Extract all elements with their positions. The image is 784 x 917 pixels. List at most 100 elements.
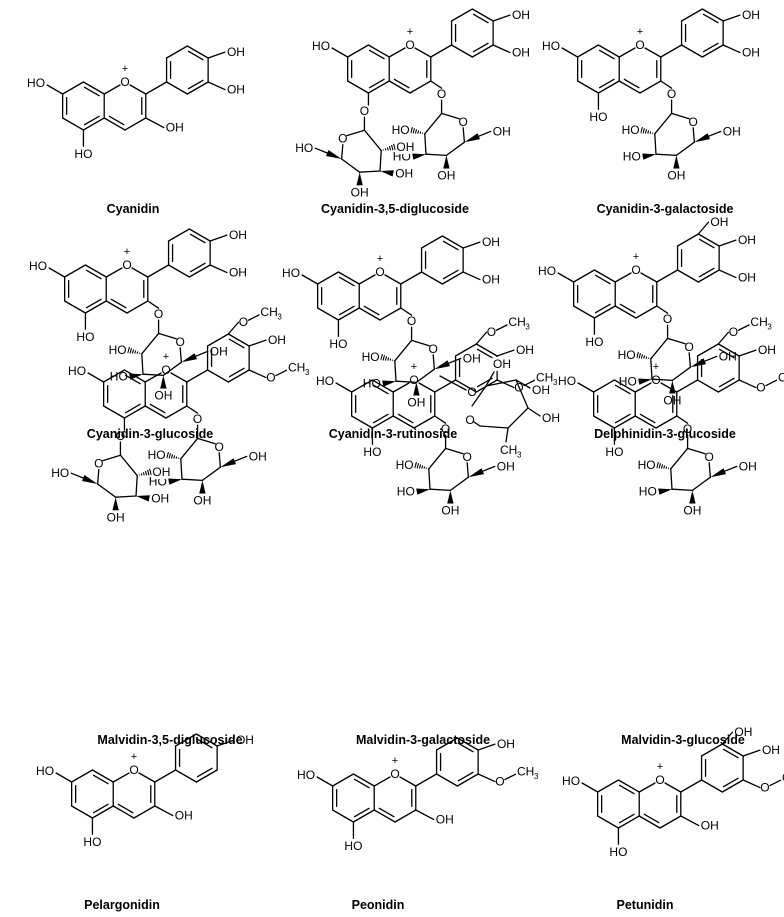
compound-12-ring-oxygen: O	[655, 773, 664, 787]
compound-9-3-methoxy-methyl-subscript: 3	[767, 323, 772, 332]
compound-5-7-hydroxyl: HO	[282, 266, 300, 280]
compound-1-charge: +	[122, 63, 128, 75]
compound-3-3-hydroxyl-b: OH	[742, 46, 760, 60]
compound-11-5-hydroxyl: HO	[344, 839, 362, 853]
compound-8-3-methoxy-methyl-subscript: 3	[525, 323, 530, 332]
compound-8-charge: +	[411, 361, 417, 373]
compound-2-3-glucoside-ring-oxygen: O	[459, 115, 468, 129]
compound-7-5-glucoside-glycosidic-oxygen: O	[116, 429, 125, 443]
compound-6-ring-oxygen: O	[631, 263, 640, 277]
compound-2-ring-oxygen: O	[405, 38, 414, 52]
compound-4-3-glucoside-3-hydroxyl: HO	[110, 370, 128, 384]
compound-6-5-hydroxyl-b: OH	[738, 271, 756, 285]
compound-name-4: Cyanidin-3-glucoside	[87, 427, 213, 441]
compound-3-4-hydroxyl: OH	[742, 8, 760, 22]
compound-3-7-hydroxyl: HO	[542, 39, 560, 53]
compound-3-3-glucoside-3-hydroxyl: HO	[623, 150, 641, 164]
compound-2-3-glucoside-glycosidic-oxygen: O	[437, 87, 446, 101]
compound-7-7-hydroxyl: HO	[68, 364, 86, 378]
compound-6-charge: +	[633, 251, 639, 263]
compound-7-5-methoxy-methyl-subscript: 3	[305, 368, 310, 377]
compound-8-4-hydroxyl: OH	[516, 343, 534, 357]
compound-2-5-glucoside-6-hydroxyl: HO	[295, 141, 313, 155]
compound-9-3-glucoside-glycosidic-oxygen: O	[683, 422, 692, 436]
compound-7-3-glucoside-2-hydroxyl: HO	[148, 448, 166, 462]
compound-2-3-glucoside-6-hydroxyl: OH	[493, 124, 511, 138]
compound-6-3-glucoside-glycosidic-oxygen: O	[663, 312, 672, 326]
compound-10-charge: +	[131, 751, 137, 763]
compound-8-3-glucoside-3-hydroxyl: HO	[397, 485, 415, 499]
compound-9-3-glucoside-ring-oxygen: O	[705, 450, 714, 464]
compound-1-4-hydroxyl: OH	[227, 45, 245, 59]
compound-6-3-hydroxyl-b: OH	[710, 215, 728, 229]
compound-5-rhamnose-4-hydroxyl: OH	[542, 411, 560, 425]
compound-1-3-hydroxyl: OH	[166, 121, 184, 135]
compound-8-5-hydroxyl: HO	[363, 445, 381, 459]
compound-7-5-glucoside-6-hydroxyl: HO	[51, 466, 69, 480]
compound-5-rhamnose-methyl-subscript: 3	[517, 451, 522, 460]
compound-7-5-methoxy-methyl: CH	[288, 361, 305, 375]
compound-8-3-methoxy-oxygen: O	[487, 325, 496, 339]
compound-12-3-methoxy-oxygen: O	[760, 781, 769, 795]
compound-name-8: Malvidin-3-galactoside	[356, 733, 490, 747]
compound-name-9: Malvidin-3-glucoside	[621, 733, 745, 747]
compound-6-3-glucoside-ring-oxygen: O	[685, 340, 694, 354]
compound-name-6: Delphinidin-3-glucoside	[594, 427, 736, 441]
compound-2-5-glucoside-ring-oxygen: O	[338, 132, 347, 146]
compound-name-3: Cyanidin-3-galactoside	[597, 202, 734, 216]
compound-12-7-hydroxyl: HO	[562, 774, 580, 788]
compound-6-3-glucoside-2-hydroxyl: HO	[618, 348, 636, 362]
compound-5-rhamnose-2-hydroxyl: OH	[493, 357, 511, 371]
compound-5-rhamnose-ring-oxygen: O	[465, 413, 474, 427]
compound-9-3-methoxy-oxygen: O	[729, 325, 738, 339]
compound-4-3-glucoside-4-hydroxyl: OH	[154, 389, 172, 403]
compound-9-7-hydroxyl: HO	[558, 374, 576, 388]
compound-4-3-glucoside-ring-oxygen: O	[176, 335, 185, 349]
compound-5-5-hydroxyl: HO	[329, 337, 347, 351]
compound-3-5-hydroxyl: HO	[589, 110, 607, 124]
compound-name-5: Cyanidin-3-rutinoside	[329, 427, 458, 441]
compound-2-5-glucoside-4-hydroxyl: OH	[351, 185, 369, 199]
compound-5-3-glucoside-6-hydroxyl: OH	[463, 351, 481, 365]
compound-12-3-methoxy-methyl: CH	[782, 771, 784, 785]
compound-10-7-hydroxyl: HO	[36, 764, 54, 778]
compound-2-7-hydroxyl: HO	[312, 39, 330, 53]
compound-8-3-glucoside-ring-oxygen: O	[463, 450, 472, 464]
compound-2-5-glucoside-3-hydroxyl: OH	[395, 166, 413, 180]
compound-11-4-hydroxyl: OH	[497, 737, 515, 751]
compound-4-charge: +	[124, 246, 130, 258]
compound-1-3-hydroxyl-b: OH	[227, 83, 245, 97]
compound-4-5-hydroxyl: HO	[76, 330, 94, 344]
compound-4-3-glucoside-glycosidic-oxygen: O	[154, 307, 163, 321]
compound-2-3-hydroxyl-b: OH	[512, 46, 530, 60]
compound-2-3-glucoside-2-hydroxyl: HO	[392, 123, 410, 137]
compound-7-5-methoxy-oxygen: O	[266, 371, 275, 385]
compound-10-4-hydroxyl: OH	[236, 733, 254, 747]
compound-3-3-glucoside-2-hydroxyl: HO	[622, 123, 640, 137]
compound-7-ring-oxygen: O	[161, 363, 170, 377]
compound-4-ring-oxygen: O	[122, 258, 131, 272]
compound-name-2: Cyanidin-3,5-diglucoside	[321, 202, 469, 216]
compound-5-3-glucoside-ring-oxygen: O	[429, 342, 438, 356]
compound-9-3-glucoside-4-hydroxyl: OH	[683, 504, 701, 518]
compound-3-ring-oxygen: O	[635, 38, 644, 52]
compound-3-3-glucoside-6-hydroxyl: OH	[723, 124, 741, 138]
compound-9-5-hydroxyl: HO	[605, 445, 623, 459]
compound-2-5-glucoside-glycosidic-oxygen: O	[360, 104, 369, 118]
compound-9-3-glucoside-2-hydroxyl: HO	[638, 458, 656, 472]
compound-2-5-glucoside-2-hydroxyl: OH	[396, 140, 414, 154]
compound-1-ring-oxygen: O	[120, 75, 129, 89]
compound-7-3-glucoside-6-hydroxyl: OH	[249, 449, 267, 463]
compound-7-4-hydroxyl: OH	[268, 333, 286, 347]
compound-7-5-glucoside-4-hydroxyl: OH	[107, 510, 125, 524]
compound-12-3-hydroxyl: OH	[701, 819, 719, 833]
compound-12-charge: +	[657, 761, 663, 773]
compound-12-5-hydroxyl-b: OH	[734, 725, 752, 739]
compound-7-3-glucoside-ring-oxygen: O	[215, 440, 224, 454]
